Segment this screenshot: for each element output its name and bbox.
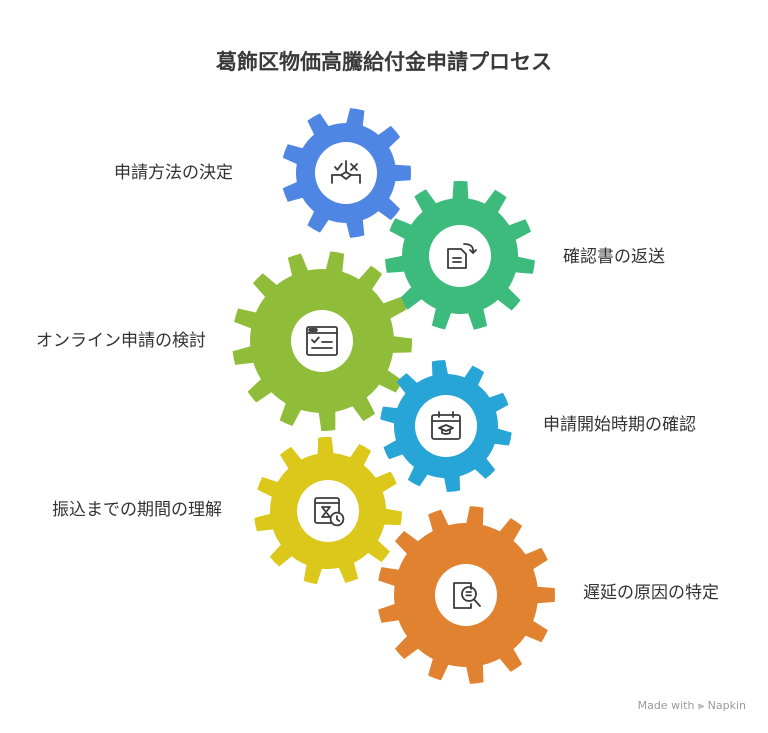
step-label-transfer-period: 振込までの期間の理解 <box>52 500 222 520</box>
gear-hub-4 <box>415 395 477 457</box>
step-label-online-application: オンライン申請の検討 <box>36 331 206 351</box>
napkin-logo-icon: ⫸ <box>697 699 705 712</box>
decision-icon <box>331 160 361 184</box>
step-label-delay-cause: 遅延の原因の特定 <box>583 583 719 603</box>
made-with-text: Made with <box>637 699 695 712</box>
napkin-brand-text: Napkin <box>707 699 746 712</box>
gear-1 <box>282 108 411 238</box>
step-label-start-date: 申請開始時期の確認 <box>543 415 696 435</box>
gear-3 <box>232 251 413 432</box>
hourglass-clock-icon <box>314 497 345 527</box>
step-label-decide-method: 申請方法の決定 <box>114 163 233 183</box>
gear-hub-2 <box>429 225 491 287</box>
gear-5 <box>254 437 402 585</box>
napkin-footer: Made with ⫸ Napkin <box>638 699 746 713</box>
step-label-return-confirmation: 確認書の返送 <box>563 247 665 267</box>
gear-hub-5 <box>297 480 359 542</box>
document-return-icon <box>447 243 477 269</box>
document-search-icon <box>453 582 481 609</box>
online-form-icon <box>306 326 338 356</box>
page-title: 葛飾区物価高騰給付金申請プロセス <box>216 50 552 74</box>
calendar-graduation-icon <box>431 411 461 440</box>
gear-hub-3 <box>291 310 353 372</box>
gear-4 <box>380 360 512 492</box>
gear-2 <box>385 181 535 330</box>
gear-6 <box>378 506 555 684</box>
